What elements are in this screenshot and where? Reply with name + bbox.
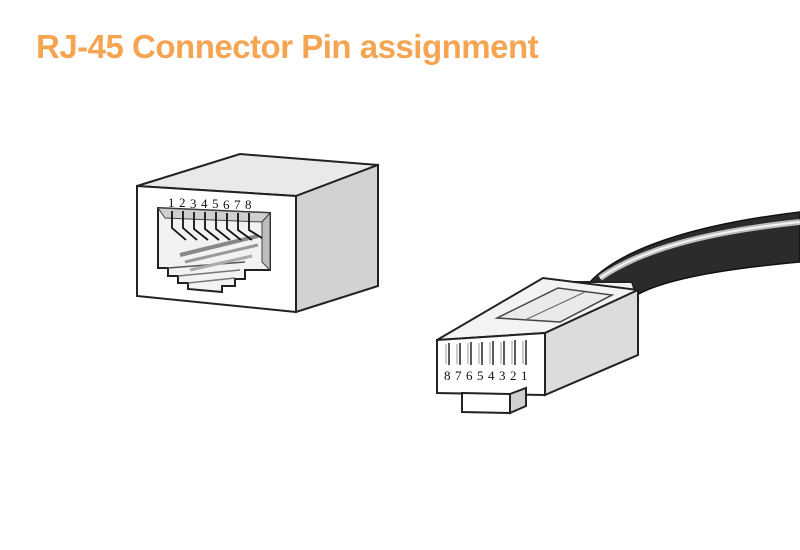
rj45-plug: 8 7 6 5 4 3 2 1: [436, 211, 800, 415]
plug-latch: [494, 287, 615, 323]
plug-pin-label: 4: [488, 368, 495, 383]
jack-pin-label: 7: [234, 197, 241, 212]
plug-pin-label: 2: [510, 368, 517, 383]
page-title: RJ-45 Connector Pin assignment: [36, 28, 539, 65]
rj45-jack: 1 2 3 4 5 6 7 8: [136, 152, 379, 314]
jack-opening: [157, 206, 272, 294]
jack-pin-numbers: 1 2 3 4 5 6 7 8: [168, 195, 252, 212]
cable: [588, 211, 800, 299]
jack-pin-label: 3: [190, 196, 197, 211]
plug-pin-label: 6: [466, 368, 473, 383]
plug-pin-label: 1: [521, 368, 528, 383]
plug-pin-label: 7: [455, 368, 462, 383]
plug-contacts: [448, 340, 527, 365]
jack-pin-label: 5: [212, 196, 219, 211]
plug-pin-label: 3: [499, 368, 506, 383]
jack-pin-label: 8: [245, 197, 252, 212]
plug-front-face: [436, 331, 546, 397]
plug-pin-numbers: 8 7 6 5 4 3 2 1: [444, 368, 528, 383]
jack-pin-label: 4: [201, 196, 208, 211]
plug-pin-label: 5: [477, 368, 484, 383]
jack-pin-label: 2: [179, 195, 186, 210]
plug-pin-label: 8: [444, 368, 451, 383]
plug-tab: [461, 391, 511, 415]
jack-contacts: [171, 211, 263, 241]
jack-pin-label: 1: [168, 195, 175, 210]
jack-pin-label: 6: [223, 197, 230, 212]
